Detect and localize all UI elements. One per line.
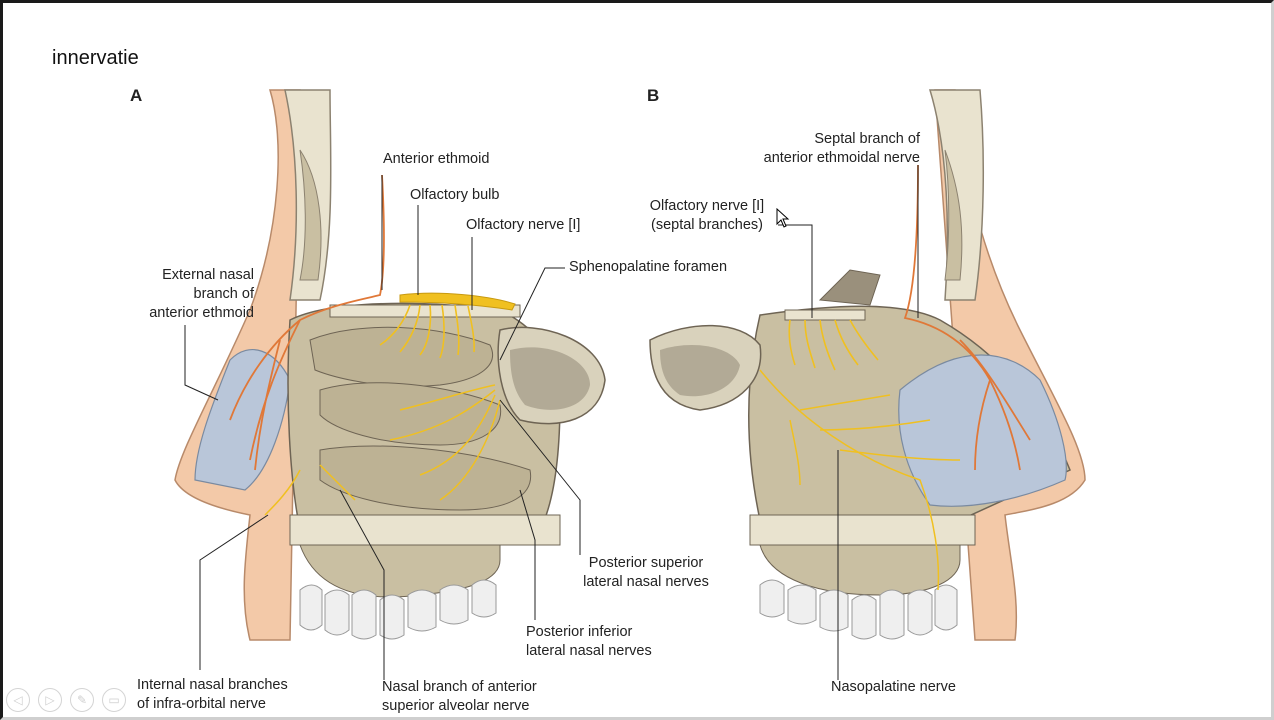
panel-label-b: B [647, 86, 660, 105]
label-line: branch of [193, 286, 254, 302]
label-line: Olfactory nerve [I] [649, 198, 765, 214]
panel-a-drawing [174, 89, 606, 641]
slideshow-controls: ◁ ▷ ✎ ▭ [6, 688, 126, 712]
label-line: Septal branch of [814, 131, 920, 147]
label-nasopalatine-nerve: Nasopalatine nerve [831, 679, 956, 695]
label-line: anterior ethmoid [149, 305, 254, 321]
slide-title: innervatie [52, 47, 139, 69]
label-line: Internal nasal branches [137, 677, 288, 693]
label-line: anterior ethmoidal nerve [763, 150, 920, 166]
panel-label-a: A [130, 86, 143, 105]
label-line: (septal branches) [650, 217, 764, 233]
label-line: lateral nasal nerves [526, 643, 652, 659]
label-olfactory-nerve: Olfactory nerve [I] [466, 217, 581, 233]
previous-slide-button[interactable]: ◁ [6, 688, 30, 712]
label-posterior-inferior-lateral-nasal-nerves: Posterior inferior lateral nasal nerves [526, 623, 652, 661]
label-septal-branch-anterior-ethmoidal: Septal branch of anterior ethmoidal nerv… [730, 130, 920, 168]
label-olfactory-bulb: Olfactory bulb [410, 187, 500, 203]
label-line: External nasal [162, 267, 254, 283]
label-line: Posterior inferior [526, 624, 633, 640]
pen-tool-button[interactable]: ✎ [70, 688, 94, 712]
label-posterior-superior-lateral-nasal-nerves: Posterior superior lateral nasal nerves [566, 554, 726, 592]
label-line: of infra-orbital nerve [137, 696, 266, 712]
label-internal-nasal-branches: Internal nasal branches of infra-orbital… [137, 676, 288, 714]
label-external-nasal-branch: External nasal branch of anterior ethmoi… [120, 266, 254, 323]
mouse-cursor-icon [776, 208, 790, 228]
next-slide-button[interactable]: ▷ [38, 688, 62, 712]
label-line: Nasal branch of anterior [382, 679, 537, 695]
label-line: superior alveolar nerve [382, 698, 530, 714]
label-nasal-branch-anterior-superior-alveolar: Nasal branch of anterior superior alveol… [382, 678, 537, 716]
label-anterior-ethmoid: Anterior ethmoid [383, 151, 490, 167]
slide-menu-button[interactable]: ▭ [102, 688, 126, 712]
label-sphenopalatine-foramen: Sphenopalatine foramen [569, 259, 728, 275]
panel-b-drawing [649, 89, 1086, 641]
label-line: Posterior superior [588, 555, 704, 571]
label-olfactory-nerve-septal: Olfactory nerve [I] (septal branches) [636, 197, 778, 235]
label-line: lateral nasal nerves [583, 574, 709, 590]
